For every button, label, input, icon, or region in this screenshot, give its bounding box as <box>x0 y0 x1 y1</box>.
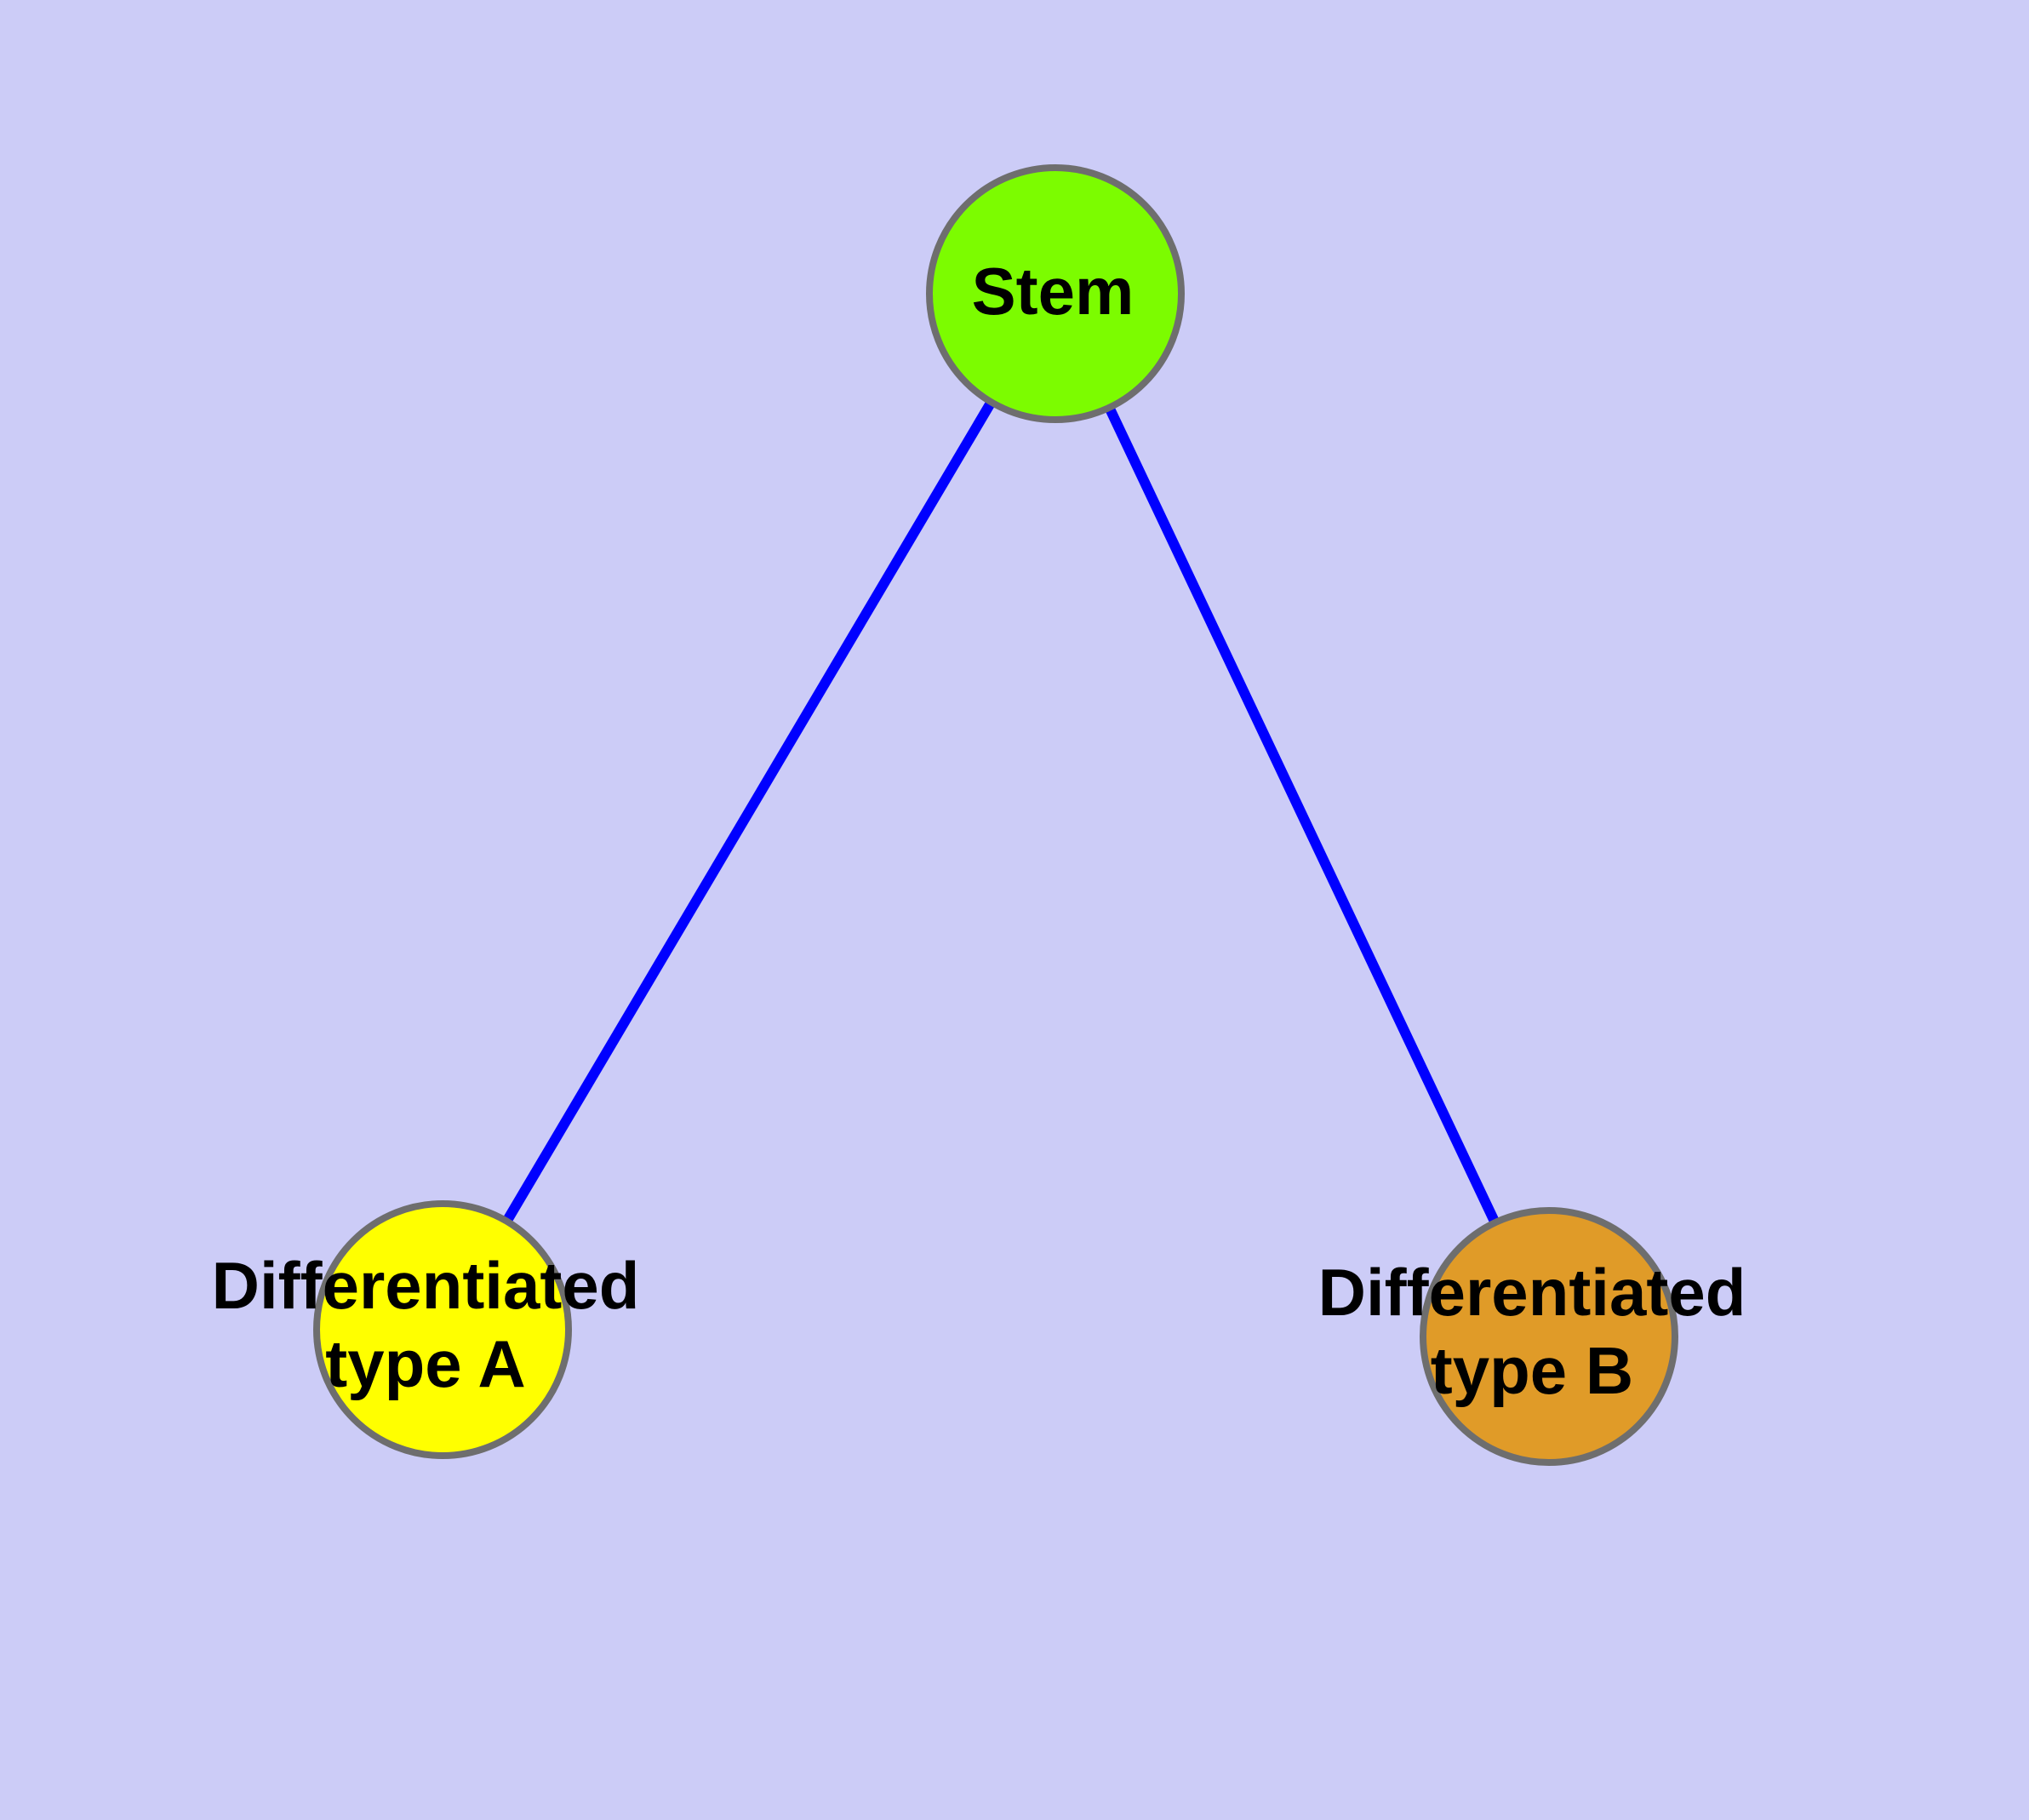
node-label-stem: Stem <box>972 254 1135 329</box>
node-label-line: Differentiated <box>212 1248 640 1323</box>
edge-stem-to-diff-b <box>1050 291 1554 1339</box>
node-label-line: Differentiated <box>1318 1255 1746 1330</box>
node-label-line: type B <box>1431 1333 1633 1408</box>
node-stem[interactable]: Stem <box>926 164 1185 423</box>
edges-layer <box>437 290 1554 1339</box>
node-circle-diff-a[interactable] <box>313 1200 572 1459</box>
edge-stem-to-diff-a <box>437 290 1060 1333</box>
node-circle-diff-b[interactable] <box>1420 1207 1678 1466</box>
node-label-line: type A <box>325 1326 526 1401</box>
node-circle-stem[interactable] <box>926 164 1185 423</box>
node-label-line: Stem <box>972 254 1135 329</box>
